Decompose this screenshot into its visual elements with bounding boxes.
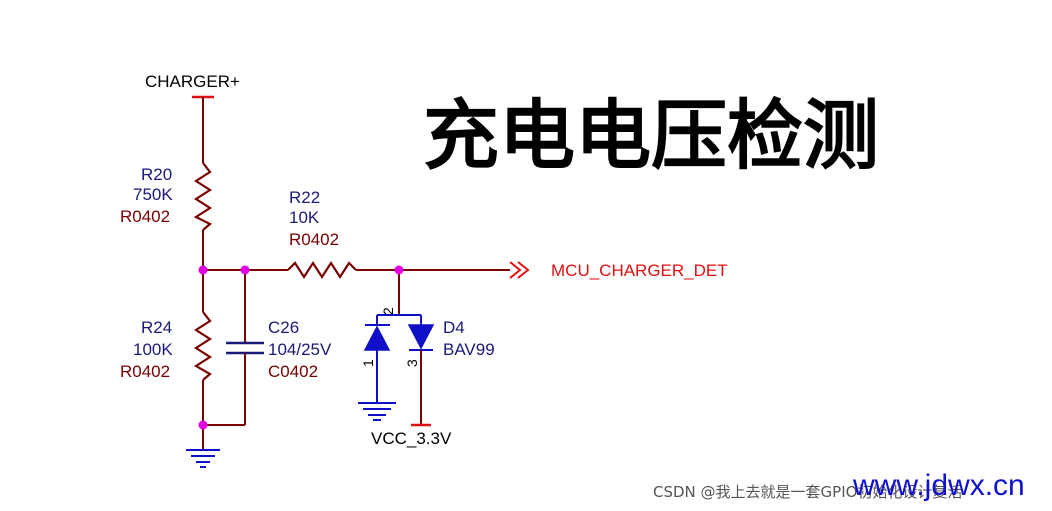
c26-footprint: C0402: [268, 362, 318, 381]
r22-footprint: R0402: [289, 230, 339, 249]
d4-ref: D4: [443, 318, 465, 337]
c26-value: 104/25V: [268, 340, 332, 359]
d4-pin-2: 2: [380, 307, 396, 315]
resistor-r20: [193, 162, 213, 231]
diagram-title: 充电电压检测: [423, 91, 879, 180]
r20-ref: R20: [141, 165, 172, 184]
watermark: CSDN @我上去就是一套GPIO初始化设计复活: [653, 483, 962, 501]
junction-node-cap: [240, 265, 250, 275]
r22-value: 10K: [289, 208, 320, 227]
net-label: MCU_CHARGER_DET: [551, 261, 728, 280]
d4-right-diode: [407, 324, 435, 350]
power-label: CHARGER+: [145, 72, 240, 91]
junction-node-diode: [394, 265, 404, 275]
d4-pin-1: 1: [360, 359, 376, 367]
site-url: www.jdwx.cn: [852, 469, 1025, 502]
junction-node-gnd: [198, 420, 208, 430]
port-arrow-1: [509, 261, 522, 279]
junction-node-left: [198, 265, 208, 275]
d4-value: BAV99: [443, 340, 495, 359]
r20-value: 750K: [133, 185, 173, 204]
r20-footprint: R0402: [120, 207, 170, 226]
resistor-r22: [287, 260, 357, 280]
resistor-r24: [193, 311, 213, 381]
c26-ref: C26: [268, 318, 299, 337]
d4-pin-3: 3: [404, 359, 420, 367]
r24-ref: R24: [141, 318, 172, 337]
r24-value: 100K: [133, 340, 173, 359]
r22-ref: R22: [289, 188, 320, 207]
vcc-label: VCC_3.3V: [371, 429, 452, 448]
r24-footprint: R0402: [120, 362, 170, 381]
d4-left-diode: [363, 325, 391, 351]
port-arrow-2: [517, 261, 530, 279]
